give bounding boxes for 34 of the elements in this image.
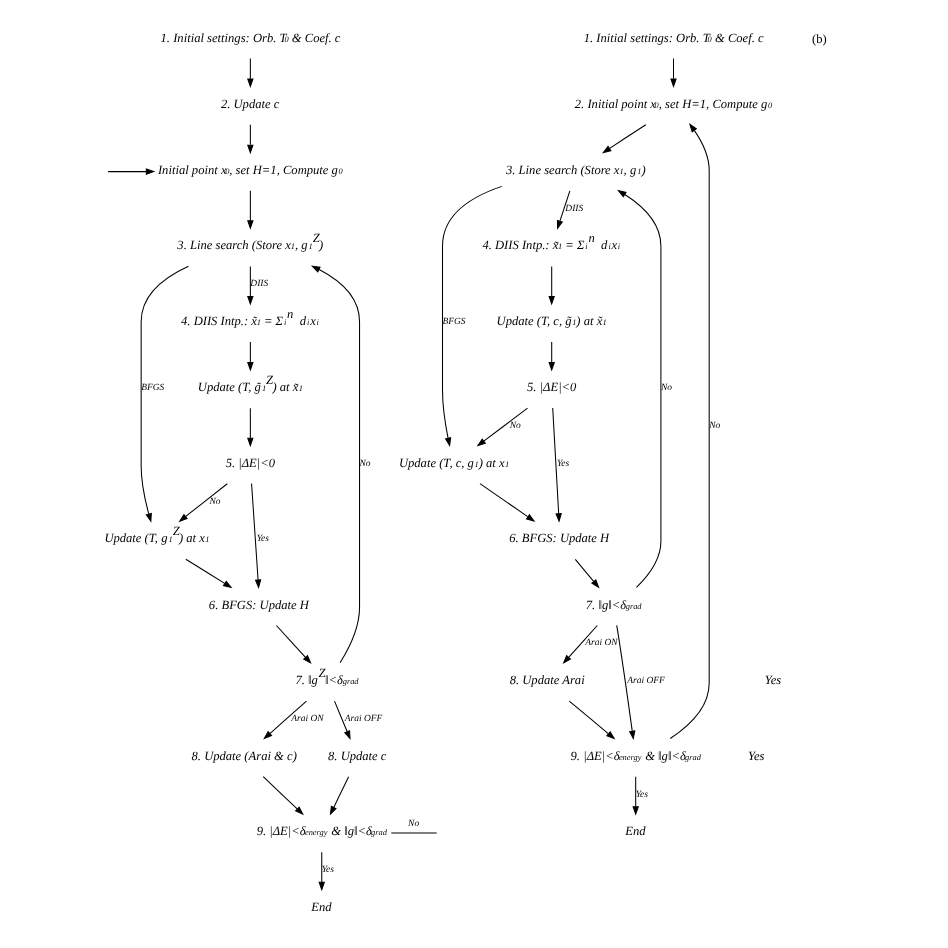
arrow [334,700,351,740]
arrow [178,483,228,523]
arrow [441,185,503,448]
arrow [247,265,254,306]
arrow [107,168,156,175]
arrow [185,558,233,589]
arrow [602,124,647,154]
arrow [562,625,598,665]
arrow [670,58,677,88]
arrow [262,776,304,816]
arrow [310,265,361,664]
arrow [616,624,636,741]
arrow [140,265,189,523]
arrow [552,407,562,523]
arrow [669,123,710,739]
arrow [632,776,639,816]
arrow [247,124,254,155]
arrow [275,625,312,665]
arrow [247,190,254,230]
arrow [617,189,662,588]
arrow [318,851,326,892]
arrow [548,341,555,372]
arrow [476,407,529,447]
arrow [247,407,254,448]
arrow [548,265,555,306]
arrow [247,341,254,372]
arrow [568,700,616,740]
arrow [556,190,571,230]
arrow [263,700,307,740]
arrow [251,483,262,589]
arrow [329,776,350,816]
arrow [247,58,254,88]
arrow [479,483,536,522]
arrow [574,558,600,589]
